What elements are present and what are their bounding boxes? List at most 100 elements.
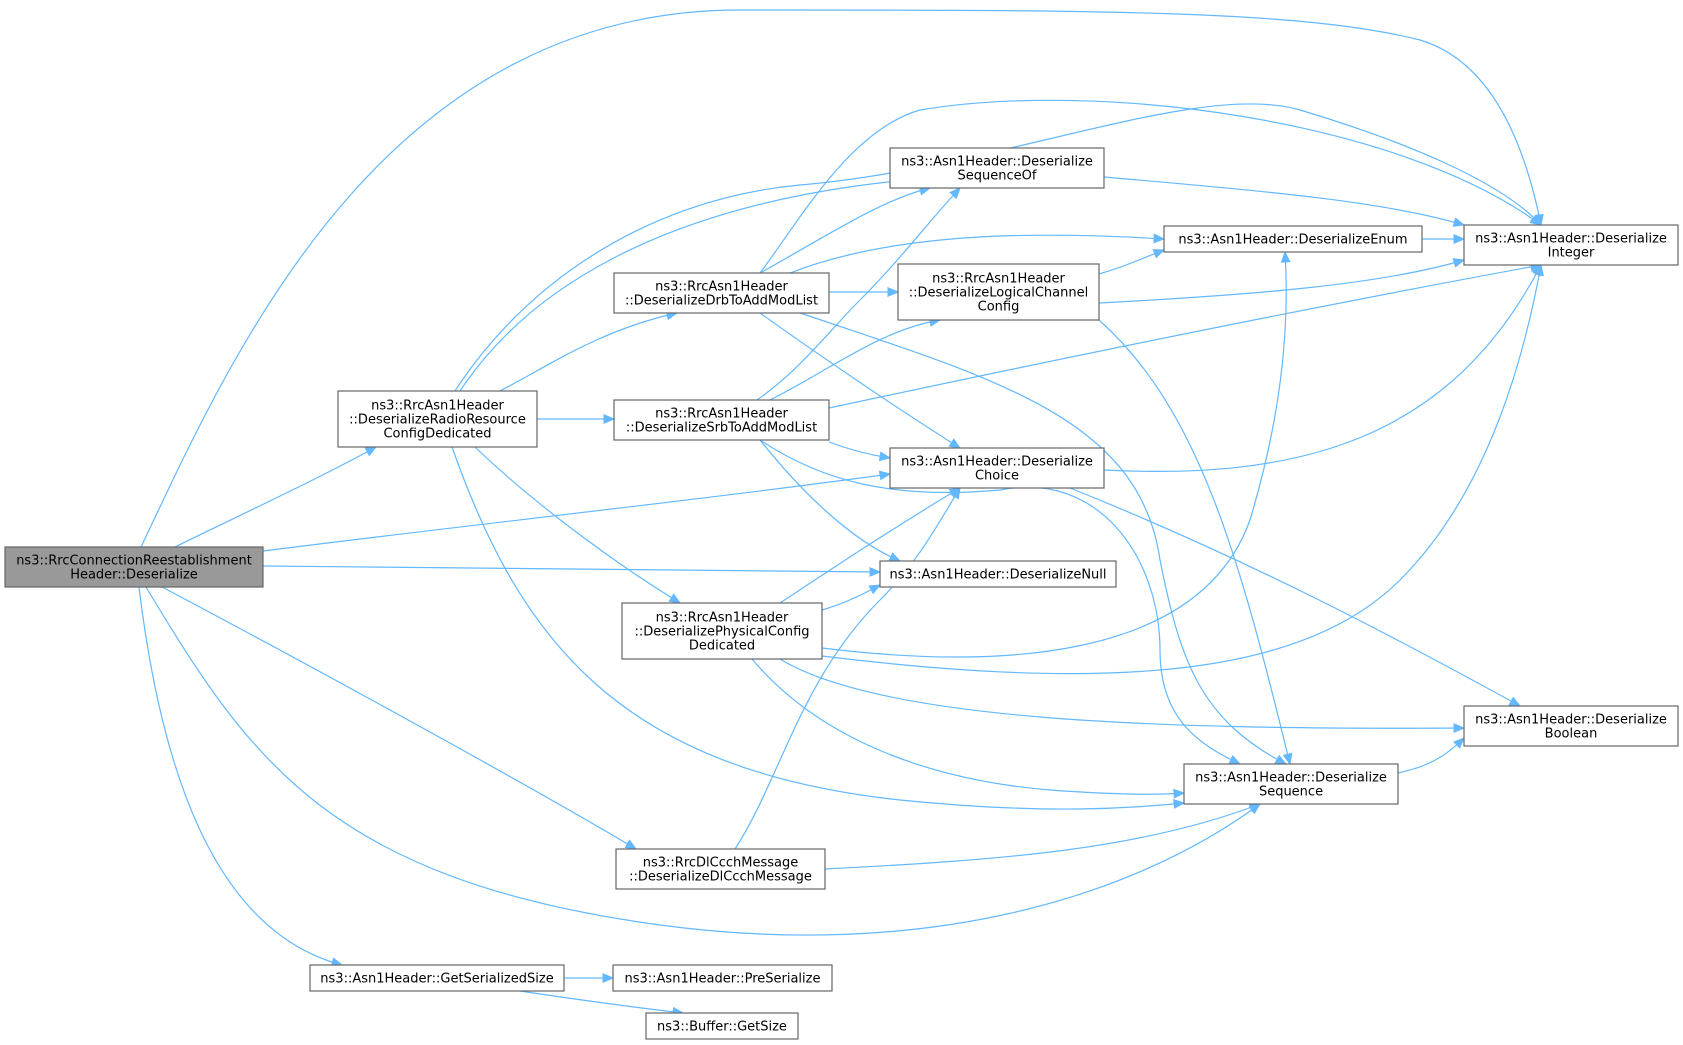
edge-line [759,312,961,449]
node-label-line: ns3::Asn1Header::Deserialize [901,155,1093,170]
edge-line [499,312,678,392]
node-enum[interactable]: ns3::Asn1Header::DeserializeEnum [1163,225,1423,253]
edge-srb-to-null [759,439,902,562]
arrowhead-icon [1173,788,1186,799]
edge-line [779,487,961,604]
edge-line [140,9,1542,548]
node-label-line: ns3::Asn1Header::Deserialize [901,455,1093,470]
arrowhead-icon [1452,217,1466,227]
edge-logch-to-enum [1098,249,1166,275]
node-box [613,272,830,314]
edge-line [759,99,1542,274]
arrowhead-icon [624,839,638,850]
node-label-line: ns3::RrcAsn1Header [656,611,789,626]
arrowhead-icon [888,552,902,562]
edge-line [174,446,377,548]
node-label-line: ns3::RrcConnectionReestablishment [16,554,252,569]
edge-root-to-getsize [138,586,344,967]
arrowhead-icon [950,486,961,500]
node-phys[interactable]: ns3::RrcAsn1Header::DeserializePhysicalC… [621,602,823,660]
edge-drb-to-integer [759,99,1543,274]
node-box [621,602,823,660]
node-box [1183,763,1399,805]
node-preser[interactable]: ns3::Asn1Header::PreSerialize [612,964,833,992]
node-label-line: ns3::Asn1Header::Deserialize [1195,771,1387,786]
edge-dlccch-to-seq [824,803,1262,870]
node-getsize[interactable]: ns3::Asn1Header::GetSerializedSize [309,964,565,992]
node-box [1463,705,1679,747]
node-root[interactable]: ns3::RrcConnectionReestablishmentHeader:… [4,546,264,588]
edge-line [799,312,1287,765]
node-label-line: ::DeserializeDlCcchMessage [629,870,812,885]
node-label-line: ns3::Asn1Header::Deserialize [1475,713,1667,728]
edge-line [145,586,1261,936]
edge-seqof-to-integer [1103,176,1466,227]
arrowhead-icon [1453,737,1465,749]
edge-root-to-radio [174,446,378,548]
edge-line [756,187,961,401]
edge-seq-to-bool [1397,737,1465,774]
edge-line [454,103,1542,392]
arrowhead-icon [868,584,882,595]
node-label-line: SequenceOf [958,169,1037,184]
node-label-line: ns3::RrcAsn1Header [655,280,788,295]
edge-phys-to-enum [821,250,1291,658]
node-label-line: Sequence [1259,785,1323,800]
node-box [337,390,538,448]
arrowhead-icon [1153,233,1166,244]
edge-line [734,487,961,850]
arrowhead-icon [948,438,962,449]
arrowhead-icon [1452,258,1466,268]
edge-phys-to-null [821,584,882,611]
nodes-layer: ns3::RrcConnectionReestablishmentHeader:… [4,147,1679,1040]
node-box [615,848,826,890]
node-label-line: ns3::RrcAsn1Header [932,272,1065,287]
node-radio[interactable]: ns3::RrcAsn1Header::DeserializeRadioReso… [337,390,538,448]
arrowhead-icon [668,593,682,604]
node-label-line: ns3::Asn1Header::DeserializeNull [889,568,1106,583]
node-logch[interactable]: ns3::RrcAsn1Header::DeserializeLogicalCh… [897,263,1100,321]
arrowhead-icon [1534,263,1544,277]
edge-line [1098,319,1291,765]
node-label-line: ns3::Asn1Header::DeserializeEnum [1178,233,1407,248]
edge-root-to-null [262,565,882,577]
edge-drb-to-enum [789,233,1166,274]
node-drb[interactable]: ns3::RrcAsn1Header::DeserializeDrbToAddM… [613,272,830,314]
node-label-line: Integer [1548,246,1595,261]
edge-line [451,446,1185,810]
edge-srb-to-seqof [756,187,961,401]
node-box [4,546,264,588]
node-srb[interactable]: ns3::RrcAsn1Header::DeserializeSrbToAddM… [613,399,830,441]
node-box [889,447,1105,489]
node-label-line: ns3::Asn1Header::Deserialize [1475,232,1667,247]
arrowhead-icon [887,287,900,297]
node-box [645,1012,799,1040]
edge-line [779,658,1465,729]
node-dlccch[interactable]: ns3::RrcDlCcchMessage::DeserializeDlCcch… [615,848,826,890]
edge-root-to-dlccch [161,586,638,850]
node-box [897,263,1100,321]
edge-line [1069,487,1521,707]
edge-srb-to-logch [769,317,942,401]
node-label-line: ns3::Buffer::GetSize [657,1020,787,1035]
edge-line [828,264,1542,409]
edge-dlccch-to-choice [734,486,961,850]
node-null[interactable]: ns3::Asn1Header::DeserializeNull [879,560,1117,588]
edge-drb-to-seq [799,312,1288,765]
arrowhead-icon [1173,798,1186,809]
edge-srb-to-choice [828,441,892,462]
node-label-line: ::DeserializeLogicalChannel [909,286,1088,301]
node-bufsize[interactable]: ns3::Buffer::GetSize [645,1012,799,1040]
edge-line [821,251,1287,658]
edge-line [262,473,891,552]
edge-line [759,439,901,562]
edge-root-to-integer [140,9,1544,548]
edge-radio-to-drb [499,310,679,392]
arrowhead-icon [1280,250,1291,263]
